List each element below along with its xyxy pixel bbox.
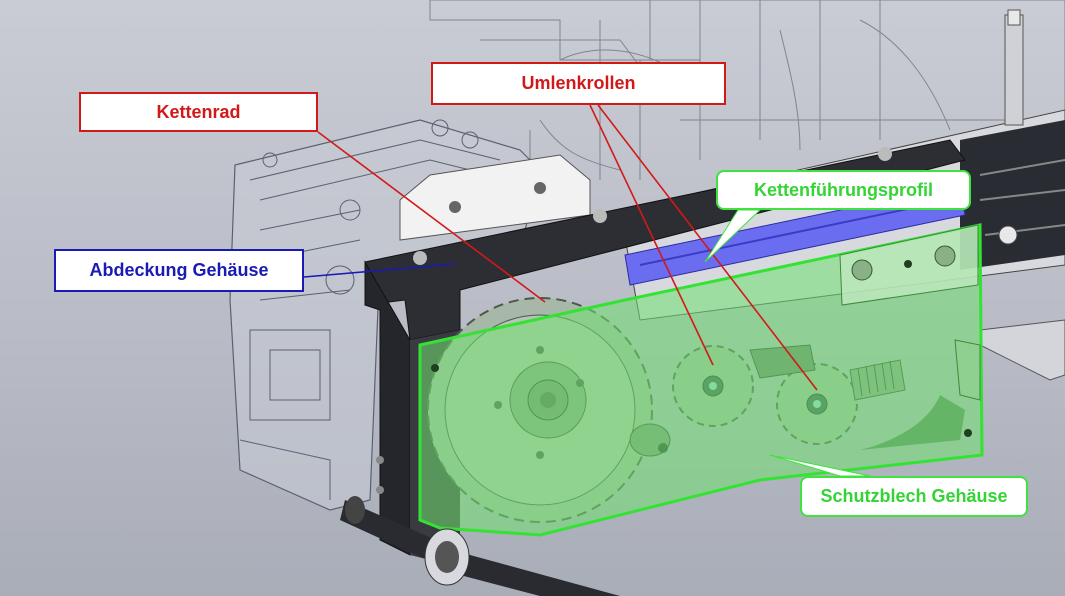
threaded-rod bbox=[340, 496, 620, 596]
callout-schutzblech-gehaeuse: Schutzblech Gehäuse bbox=[800, 476, 1028, 517]
callout-kettenrad: Kettenrad bbox=[79, 92, 318, 132]
white-bracket bbox=[399, 154, 591, 241]
callout-umlenkrollen: Umlenkrollen bbox=[431, 62, 726, 105]
vertical-post bbox=[1004, 9, 1024, 126]
callout-abdeckung-gehaeuse: Abdeckung Gehäuse bbox=[54, 249, 304, 292]
callout-kettenfuehrungsprofil: Kettenführungsprofil bbox=[716, 170, 971, 210]
protective-guard bbox=[418, 223, 984, 537]
leader-lines bbox=[303, 104, 871, 477]
